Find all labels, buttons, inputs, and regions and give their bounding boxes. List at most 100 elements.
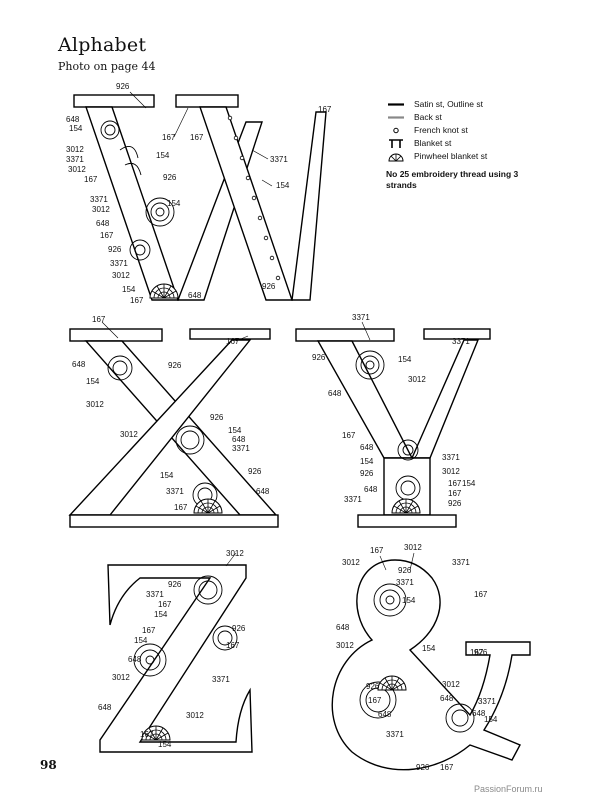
ampersand-outline <box>331 559 531 771</box>
thread-label: 3012 <box>112 673 130 682</box>
thread-label: 3012 <box>226 549 244 558</box>
thread-label: 648 <box>98 703 112 712</box>
thread-label: 167 <box>470 648 484 657</box>
thread-label: 926 <box>248 467 262 476</box>
thread-label: 926 <box>262 282 276 291</box>
thread-label: 648 <box>440 694 454 703</box>
thread-label: 3012 <box>186 711 204 720</box>
thread-label: 167 <box>92 315 106 324</box>
thread-label: 167 <box>368 696 382 705</box>
thread-label: 154 <box>156 151 170 160</box>
thread-label: 167 <box>440 763 454 772</box>
thread-label: 926 <box>398 566 412 575</box>
y-bottom-serif <box>357 514 457 528</box>
thread-label: 3371 <box>478 697 496 706</box>
thread-label: 154 <box>402 596 416 605</box>
thread-label: 167 <box>190 133 204 142</box>
thread-label: 926 <box>360 469 374 478</box>
thread-label: 648 <box>328 389 342 398</box>
thread-label: 648 <box>96 219 110 228</box>
letter-z <box>99 564 253 753</box>
thread-label: 648 <box>72 360 86 369</box>
thread-label: 926 <box>210 413 224 422</box>
thread-label: 3371 <box>452 337 470 346</box>
thread-label: 3371 <box>166 487 184 496</box>
thread-label: 167 <box>342 431 356 440</box>
french-knot-icon <box>393 127 399 134</box>
legend-label: Back st <box>414 112 442 122</box>
w-mid-serif <box>175 94 239 108</box>
thread-label: 3012 <box>336 641 354 650</box>
thread-label: 926 <box>312 353 326 362</box>
thread-label: 3012 <box>92 205 110 214</box>
thread-label: 3012 <box>408 375 426 384</box>
legend-label: Blanket st <box>414 138 452 148</box>
thread-label: 154 <box>69 124 83 133</box>
y-right-arm <box>410 339 480 459</box>
thread-label: 3012 <box>112 271 130 280</box>
thread-label: 648 <box>364 485 378 494</box>
legend-pinwheel: Pinwheel blanket st <box>386 150 536 163</box>
thread-label: 154 <box>360 457 374 466</box>
satin-stitch-icon <box>388 103 404 106</box>
thread-label: 648 <box>256 487 270 496</box>
w-stroke-4 <box>291 111 327 301</box>
thread-label: 167 <box>100 231 114 240</box>
thread-label: 926 <box>163 173 177 182</box>
page-title: Alphabet <box>58 34 147 56</box>
thread-label: 167 <box>318 105 332 114</box>
thread-label: 3371 <box>386 730 404 739</box>
legend-label: Satin st, Outline st <box>414 99 483 109</box>
stitch-legend: Satin st, Outline st Back st French knot… <box>386 98 536 191</box>
thread-label: 3012 <box>120 430 138 439</box>
leader-lines <box>101 91 415 571</box>
thread-label: 3371 <box>396 578 414 587</box>
thread-label: 926 <box>416 763 430 772</box>
thread-label: 648 <box>336 623 350 632</box>
thread-label: 3012 <box>66 145 84 154</box>
thread-label: 648 <box>360 443 374 452</box>
thread-label: 926 <box>116 82 130 91</box>
legend-satin: Satin st, Outline st <box>386 98 536 111</box>
y-top-serif <box>295 328 395 342</box>
thread-label: 3012 <box>404 543 422 552</box>
pinwheel-blanket-icon <box>388 153 404 162</box>
thread-label: 926 <box>168 361 182 370</box>
thread-label: 154 <box>462 479 476 488</box>
thread-label: 648 <box>472 709 486 718</box>
thread-label: 154 <box>134 636 148 645</box>
thread-label: 167 <box>370 546 384 555</box>
thread-label: 3012 <box>442 680 460 689</box>
thread-label: 167 <box>226 641 240 650</box>
x-bottom-serif <box>69 514 279 528</box>
thread-label: 167 <box>130 296 144 305</box>
thread-labels: 926 167 648 154 3012 3371 3012 167 167 1… <box>66 82 498 772</box>
thread-label: 648 <box>128 655 142 664</box>
photo-reference: Photo on page 44 <box>58 60 156 73</box>
blanket-stitch-icon <box>389 139 403 148</box>
thread-label: 926 <box>108 245 122 254</box>
thread-label: 167 <box>162 133 176 142</box>
thread-label: 154 <box>86 377 100 386</box>
thread-label: 3371 <box>110 259 128 268</box>
thread-label: 167 <box>226 337 240 346</box>
thread-label: 167 <box>474 590 488 599</box>
thread-label: 3371 <box>344 495 362 504</box>
thread-label: 3012 <box>442 467 460 476</box>
thread-label: 3012 <box>342 558 360 567</box>
thread-note: No 25 embroidery thread using 3 strands <box>386 169 519 190</box>
thread-label: 154 <box>228 426 242 435</box>
thread-label: 926 <box>366 682 380 691</box>
thread-label: 167 <box>448 479 462 488</box>
thread-label: 3371 <box>452 558 470 567</box>
thread-label: 154 <box>422 644 436 653</box>
thread-label: 3371 <box>66 155 84 164</box>
letter-y <box>295 328 491 528</box>
thread-label: 3012 <box>68 165 86 174</box>
thread-label: 648 <box>66 115 80 124</box>
thread-label: 154 <box>398 355 412 364</box>
thread-label: 154 <box>160 471 174 480</box>
thread-label: 3371 <box>442 453 460 462</box>
thread-label: 648 <box>188 291 202 300</box>
